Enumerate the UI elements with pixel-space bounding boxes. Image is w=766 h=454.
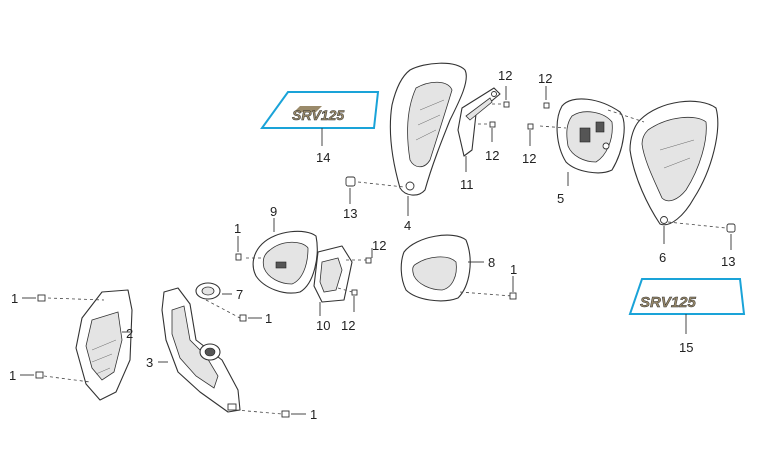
label-2: 2 <box>126 326 133 341</box>
screw-12e <box>365 257 372 264</box>
screw-12d <box>527 123 534 130</box>
part-11-bracket <box>457 87 501 157</box>
decal-14: SRV125 <box>260 91 380 129</box>
decal-14-outline <box>260 91 380 129</box>
label-12e: 12 <box>372 238 386 253</box>
part-7-plate <box>313 245 353 303</box>
label-15: 15 <box>679 340 693 355</box>
part-9-cover <box>629 100 719 226</box>
decal-14-mark <box>294 106 322 112</box>
screw-12c <box>543 102 550 109</box>
label-8: 4 <box>404 218 411 233</box>
bolt-13a <box>345 176 356 187</box>
label-1d: 1 <box>9 368 16 383</box>
part-6-housing <box>252 230 318 294</box>
label-13a: 13 <box>343 206 357 221</box>
label-1e: 1 <box>265 311 272 326</box>
screw-1f <box>281 410 290 418</box>
label-5: 8 <box>488 255 495 270</box>
decal-15-outline <box>628 278 746 315</box>
label-12a: 12 <box>498 68 512 83</box>
screw-1e <box>239 314 247 322</box>
label-12f: 12 <box>341 318 355 333</box>
screw-1d <box>35 371 44 379</box>
bolt-13b <box>726 223 736 233</box>
decal-15: SRV125 <box>628 278 746 315</box>
label-14: 14 <box>316 150 330 165</box>
label-12d: 12 <box>522 151 536 166</box>
label-12c: 12 <box>538 71 552 86</box>
part-10-unit <box>556 98 625 174</box>
screw-12b <box>489 121 496 128</box>
part-8-cover <box>389 62 467 196</box>
screw-12a <box>503 101 510 108</box>
label-1a: 1 <box>234 221 241 236</box>
part-4-grommet <box>195 282 221 300</box>
decal-15-logo: SRV125 <box>640 294 697 311</box>
label-7: 10 <box>316 318 330 333</box>
label-12b: 12 <box>485 148 499 163</box>
label-1f: 1 <box>310 407 317 422</box>
screw-12f <box>351 289 358 296</box>
label-11: 11 <box>460 177 474 192</box>
screw-1a <box>235 253 242 261</box>
label-9: 6 <box>659 250 666 265</box>
dash-13-8 <box>357 181 405 188</box>
screw-1c <box>37 294 46 302</box>
label-1c: 1 <box>11 291 18 306</box>
label-4: 7 <box>236 287 243 302</box>
part-2-cover <box>75 289 133 401</box>
part-5-block <box>400 234 471 302</box>
label-3: 3 <box>146 355 153 370</box>
label-13b: 13 <box>721 254 735 269</box>
label-1b: 1 <box>510 262 517 277</box>
label-6: 9 <box>270 204 277 219</box>
part-3-panel <box>161 287 241 413</box>
decal-14-logo: SRV125 <box>292 107 344 123</box>
screw-1b <box>509 292 517 300</box>
label-10: 5 <box>557 191 564 206</box>
